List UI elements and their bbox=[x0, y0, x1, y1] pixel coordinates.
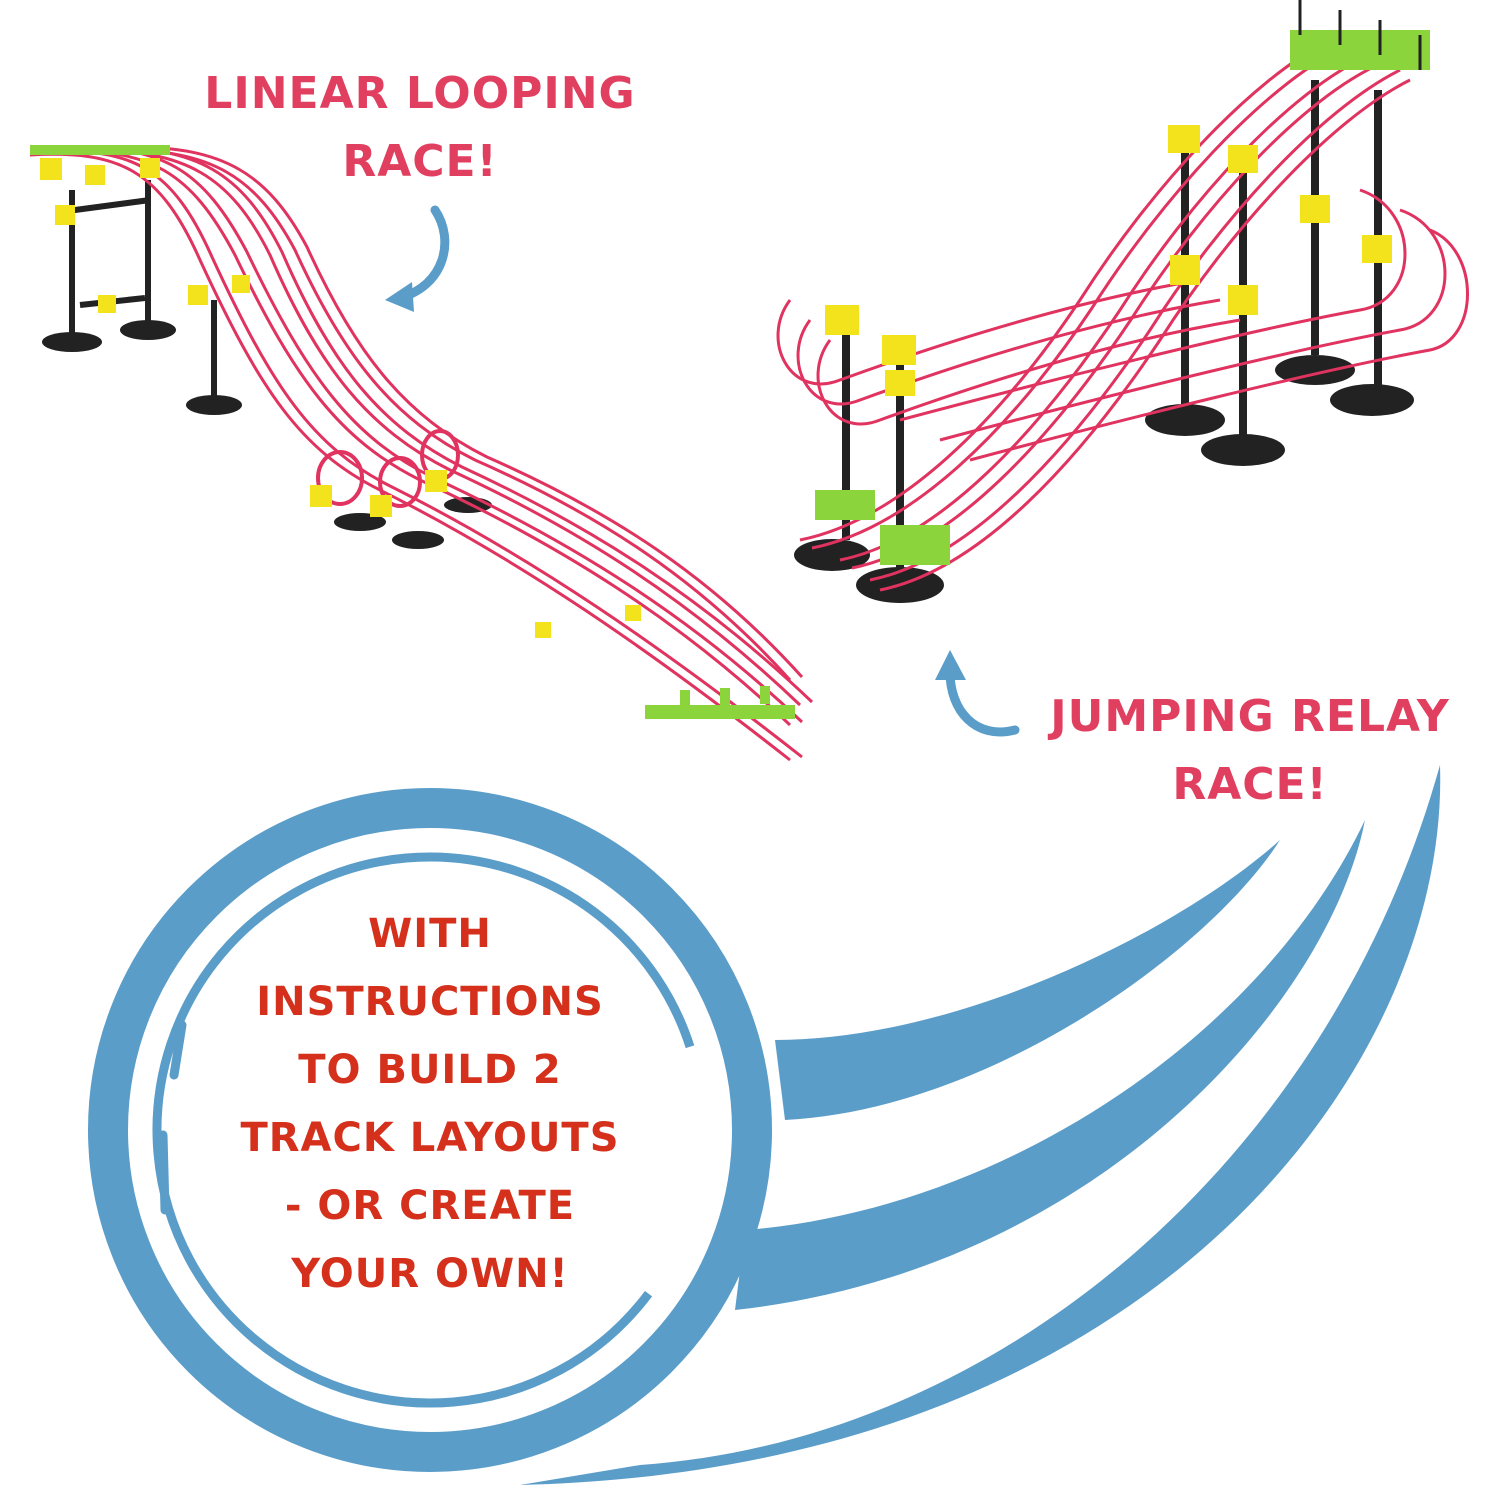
relay-track-set bbox=[776, 0, 1469, 603]
linear-caption-line2: RACE! bbox=[342, 136, 498, 187]
linear-rails bbox=[29, 145, 814, 762]
relay-flags bbox=[1298, 0, 1422, 70]
relay-connectors bbox=[815, 30, 1430, 565]
instructions-line3: TO BUILD 2 bbox=[298, 1047, 562, 1093]
curved-arrow-icon bbox=[395, 205, 450, 303]
linear-caption: LINEAR LOOPING RACE! bbox=[160, 60, 680, 196]
jumping-caption-line2: RACE! bbox=[1172, 759, 1328, 810]
instructions-line4: TRACK LAYOUTS bbox=[240, 1115, 620, 1161]
linear-track-set bbox=[29, 145, 814, 762]
instructions-line1: WITH bbox=[368, 911, 492, 957]
jumping-caption-line1: JUMPING RELAY bbox=[1050, 691, 1450, 742]
instructions-text: WITH INSTRUCTIONS TO BUILD 2 TRACK LAYOU… bbox=[190, 900, 670, 1308]
speed-lines bbox=[520, 765, 1441, 1485]
instructions-line5: - OR CREATE bbox=[284, 1183, 576, 1229]
connectors bbox=[30, 145, 795, 719]
instructions-line6: YOUR OWN! bbox=[291, 1251, 569, 1297]
arrow-head-right bbox=[935, 650, 966, 680]
relay-rails bbox=[776, 38, 1469, 592]
instructions-line2: INSTRUCTIONS bbox=[256, 979, 604, 1025]
arrow-head-left bbox=[385, 282, 414, 312]
speed-ring-icon bbox=[88, 788, 772, 1472]
linear-caption-line1: LINEAR LOOPING bbox=[204, 68, 636, 119]
curved-arrow-icon bbox=[945, 667, 1020, 737]
jumping-caption: JUMPING RELAY RACE! bbox=[1010, 683, 1490, 819]
